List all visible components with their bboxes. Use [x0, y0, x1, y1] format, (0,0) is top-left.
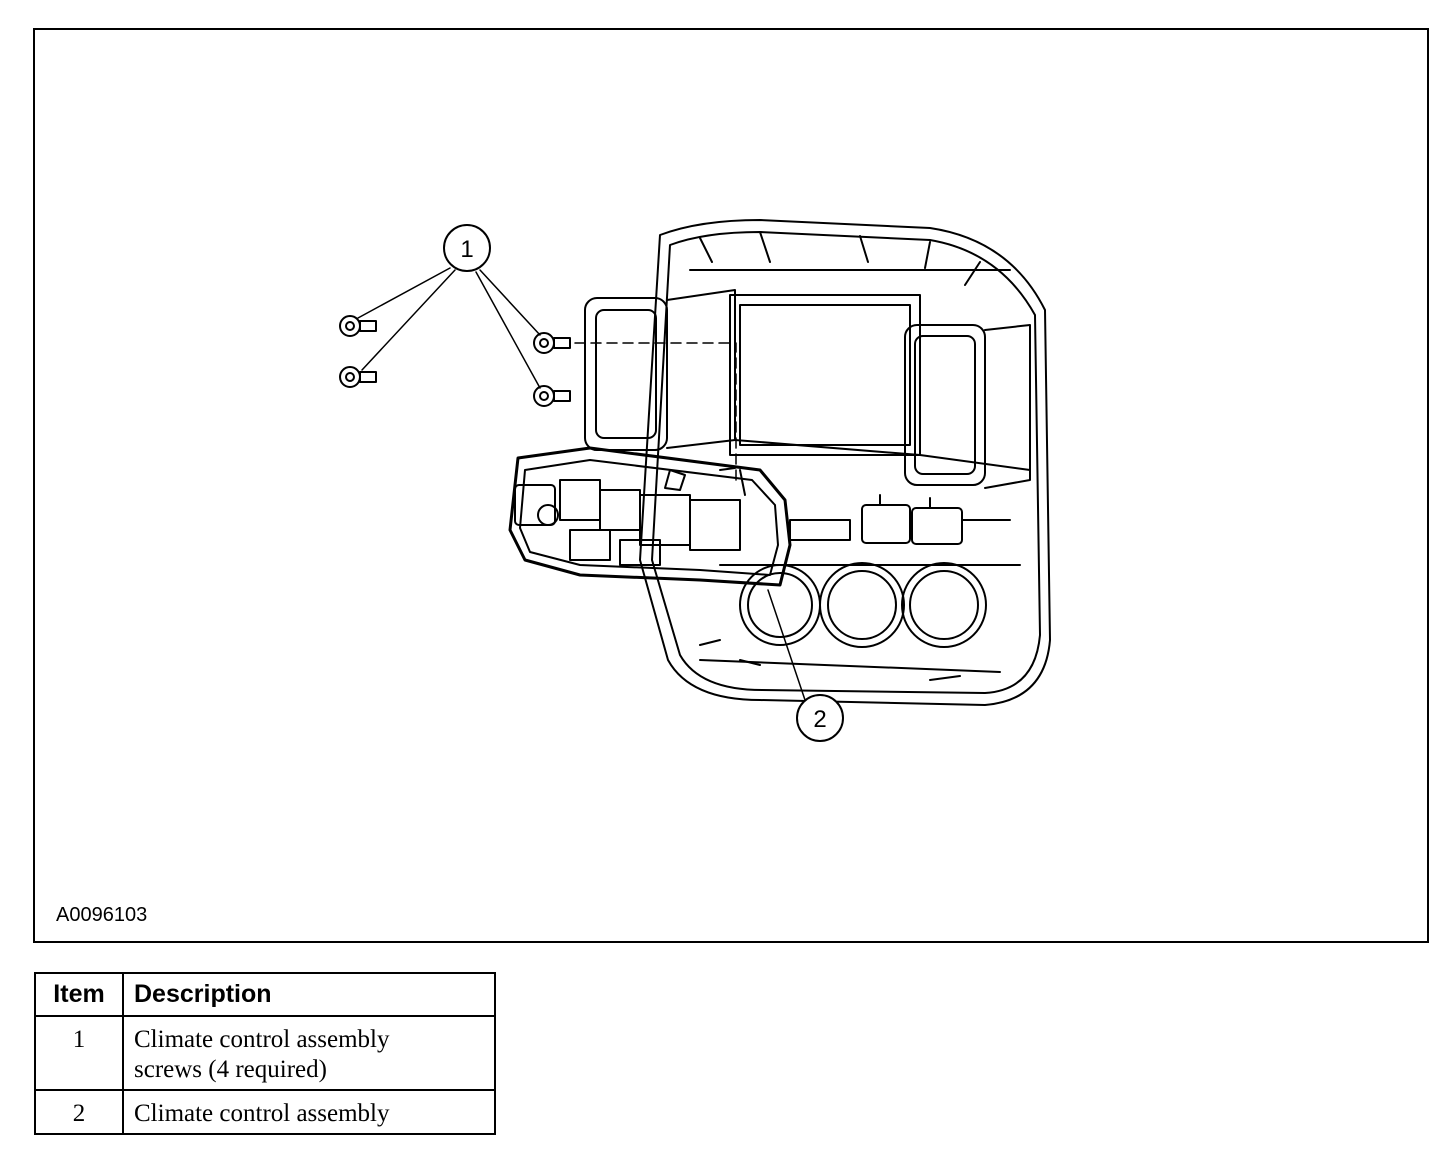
legend-description-line: Climate control assembly [134, 1026, 390, 1053]
callout-2: 2 [796, 694, 844, 742]
legend-item-description: Climate control assembly screws (4 requi… [122, 1015, 496, 1091]
callout-1-label: 1 [460, 236, 473, 263]
figure-id: A0096103 [56, 904, 148, 926]
callout-2-label: 2 [813, 706, 826, 733]
legend-description-line: Climate control assembly [134, 1100, 390, 1127]
legend-item-description: Climate control assembly [122, 1089, 496, 1135]
legend-header-description: Description [122, 972, 496, 1017]
diagram-frame [33, 28, 1429, 943]
table-row: 2 Climate control assembly [34, 1089, 496, 1135]
callout-1: 1 [443, 224, 491, 272]
center-bezel [584, 219, 1051, 706]
legend-header-row: Item Description [34, 972, 496, 1017]
screw [339, 315, 377, 337]
screw [339, 366, 377, 388]
legend-header-item: Item [34, 972, 124, 1017]
legend-item-number: 2 [34, 1089, 124, 1135]
screw-group [339, 315, 571, 407]
climate-control-module [508, 446, 792, 587]
table-row: 1 Climate control assembly screws (4 req… [34, 1015, 496, 1091]
callout-leaders [357, 267, 806, 701]
screw [533, 332, 571, 354]
legend-item-number: 1 [34, 1015, 124, 1091]
screw [533, 385, 571, 407]
legend-description-line: screws (4 required) [134, 1056, 327, 1083]
legend-table: Item Description 1 Climate control assem… [34, 972, 496, 1135]
